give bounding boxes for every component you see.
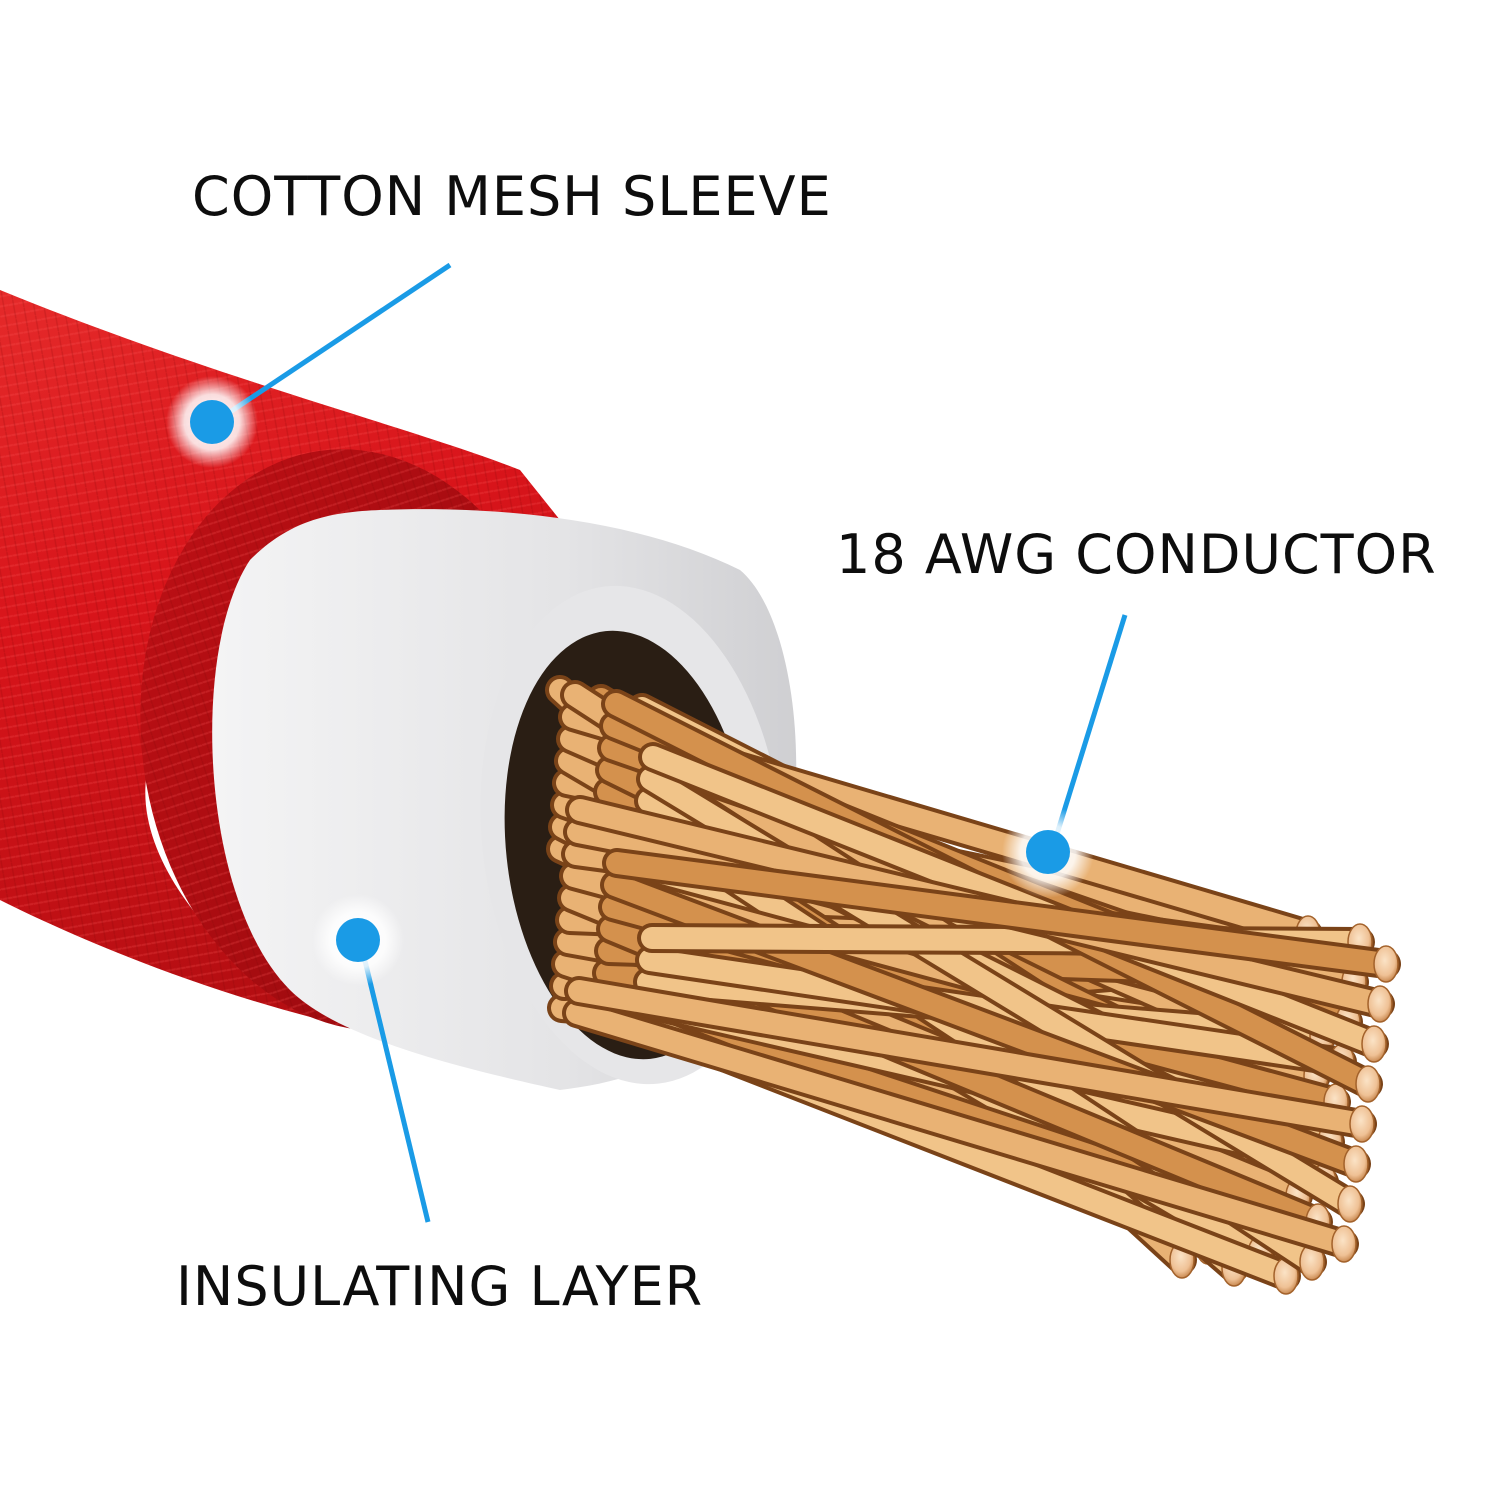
copper-conductor — [545, 675, 1401, 1295]
copper-strand-highlight — [606, 852, 1397, 975]
copper-strand-highlight — [568, 980, 1373, 1135]
cotton-mesh-sleeve-label: COTTON MESH SLEEVE — [192, 165, 832, 228]
insulating-callout-dot-icon — [312, 894, 404, 986]
copper-strand-end — [1343, 1145, 1369, 1183]
copper-strand-highlight — [566, 1002, 1355, 1255]
copper-strand-highlight — [639, 949, 1353, 1073]
copper-strand-end — [1331, 1225, 1357, 1263]
conductor-label: 18 AWG CONDUCTOR — [836, 523, 1437, 586]
copper-strand-end — [1367, 985, 1393, 1023]
copper-strand-end — [1349, 1105, 1375, 1143]
sleeve-callout-line — [216, 262, 452, 423]
copper-strand-end — [1373, 945, 1399, 983]
insulating-callout-line — [357, 939, 431, 1223]
copper-strand-end — [1355, 1065, 1381, 1103]
sleeve-callout-dot-icon — [166, 376, 258, 468]
conductor-callout-dot-icon — [1002, 806, 1094, 898]
copper-strand-end — [1361, 1025, 1387, 1063]
insulating-layer-label: INSULATING LAYER — [176, 1255, 704, 1318]
copper-strand-end — [1337, 1185, 1363, 1223]
